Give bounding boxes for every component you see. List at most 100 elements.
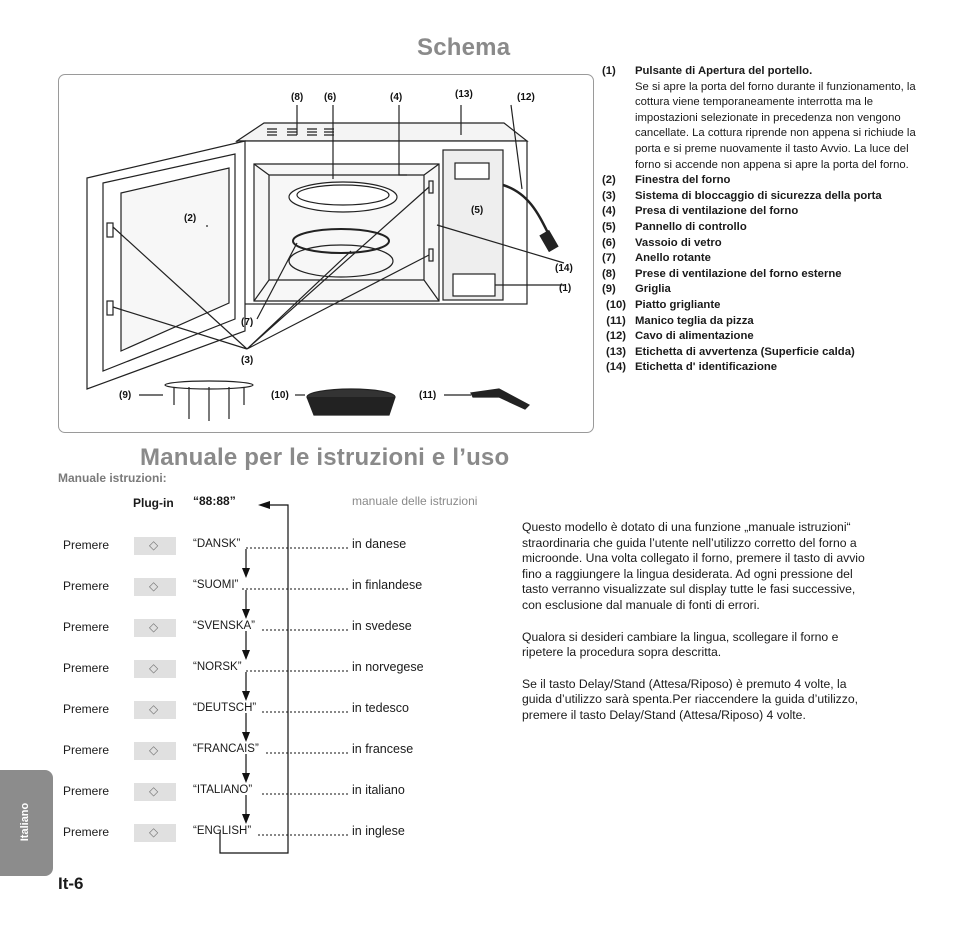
start-icon: ◇ [149,825,159,839]
parts-legend: (1) Pulsante di Apertura del portello. S… [602,64,932,376]
legend-item: (7) Anello rotante [602,251,932,267]
legend-number: (11) [606,314,626,327]
paragraph: Qualora si desideri cambiare la lingua, … [522,629,839,660]
step-display: “DANSK” [193,538,241,550]
step-language: in svedese [352,619,412,633]
start-button[interactable]: ◇ [134,578,176,596]
manual-description: Questo modello è dotato di una funzione … [522,520,872,740]
step-language: in norvegese [352,660,424,674]
legend-label: Griglia [635,283,671,296]
legend-label: Finestra del forno [635,174,731,187]
start-icon: ◇ [149,538,159,552]
callout-3: (3) [241,355,253,366]
step-display: “SUOMI” [193,579,239,591]
callout-10: (10) [271,390,289,401]
legend-number: (7) [602,252,616,265]
callout-14: (14) [555,263,573,274]
page-number: It-6 [58,874,84,893]
callout-4: (4) [390,92,402,103]
callout-8: (8) [291,92,303,103]
side-tab-label: Italiano [19,802,31,842]
initial-display: “88:88” [193,494,236,508]
legend-label: Manico teglia da pizza [635,314,754,327]
start-button[interactable]: ◇ [134,742,176,760]
step-display: “NORSK” [193,661,242,673]
legend-number: (3) [602,189,616,202]
step-display: “DEUTSCH” [193,702,257,714]
callout-6: (6) [324,92,336,103]
start-button[interactable]: ◇ [134,783,176,801]
step-language: in inglese [352,824,405,838]
callout-12: (12) [517,92,535,103]
step-language: in francese [352,742,414,756]
legend-item: (4) Presa di ventilazione del forno [602,204,932,220]
legend-number: (12) [605,330,627,343]
legend-label: Vassoio di vetro [635,236,722,249]
legend-label: Prese di ventilazione del forno esterne [635,267,842,280]
microwave-diagram: (8) (6) (4) (13) (12) (2) (5) (14) (1) (… [58,74,594,433]
start-button[interactable]: ◇ [134,824,176,842]
start-icon: ◇ [149,702,159,716]
start-button[interactable]: ◇ [134,537,176,555]
legend-label: Etichetta di avvertenza (Superficie cald… [635,345,855,358]
legend-item: (14) Etichetta d' identificazione [602,360,932,376]
press-label: Premere [63,784,110,798]
legend-item: (13) Etichetta di avvertenza (Superficie … [602,345,932,361]
legend-item: (8)Prese di ventilazione del forno ester… [602,267,932,283]
press-label: Premere [63,579,110,593]
legend-item: (10) Piatto grigliante [602,298,932,314]
start-button[interactable]: ◇ [134,701,176,719]
press-label: Premere [63,702,110,716]
step-language: in danese [352,537,407,551]
callout-11: (11) [419,390,436,401]
legend-label: Sistema di bloccaggio di sicurezza della… [635,189,882,202]
column-header: manuale delle istruzioni [352,494,478,508]
manual-title: Manuale per le istruzioni e l’uso [140,444,510,471]
legend-label: Etichetta d' identificazione [635,361,778,374]
schema-title: Schema [417,34,511,61]
language-side-tab: Italiano [0,770,53,876]
callout-9: (9) [119,390,131,401]
step-display: “SVENSKA” [193,620,255,632]
legend-label: Cavo di alimentazione [635,330,754,343]
start-icon: ◇ [149,661,159,675]
step-display: “FRANCAIS” [193,743,259,755]
legend-number: (14) [605,361,627,374]
press-label: Premere [63,743,110,757]
legend-label: Pannello di controllo [635,220,747,233]
legend-item: (1) Pulsante di Apertura del portello. S… [602,64,932,173]
start-button[interactable]: ◇ [134,619,176,637]
start-icon: ◇ [149,743,159,757]
legend-number: (5) [602,220,616,233]
step-language: in finlandese [352,578,423,592]
legend-label: Anello rotante [635,252,711,265]
start-button[interactable]: ◇ [134,660,176,678]
legend-number: (13) [605,345,627,358]
press-label: Premere [63,620,110,634]
legend-item: (11) Manico teglia da pizza [602,314,932,330]
legend-description: Se si apre la porta del forno durante il… [635,80,916,171]
legend-item: (5) Pannello di controllo [602,220,932,236]
legend-number: (4) [602,205,616,218]
callout-1: (1) [559,283,571,294]
legend-number: (10) [605,298,627,311]
legend-number: (6) [602,236,616,249]
callout-7: (7) [241,317,253,328]
press-label: Premere [63,661,110,675]
paragraph: Questo modello è dotato di una funzione … [522,520,865,612]
legend-label: Piatto grigliante [635,298,721,311]
callout-13: (13) [455,89,473,100]
legend-number: (9) [602,283,616,296]
legend-item: (9) Griglia [602,282,932,298]
step-language: in italiano [352,783,405,797]
start-icon: ◇ [149,579,159,593]
legend-item: (12) Cavo di alimentazione [602,329,932,345]
press-label: Premere [63,538,110,552]
legend-label: Presa di ventilazione del forno [635,205,799,218]
press-label: Premere [63,825,110,839]
legend-item: (3) Sistema di bloccaggio di sicurezza de… [602,189,932,205]
microwave-illustration: (8) (6) (4) (13) (12) (2) (5) (14) (1) (… [86,89,573,421]
step-display: “ITALIANO” [193,784,253,796]
legend-item: (2)Finestra del forno [602,173,932,189]
